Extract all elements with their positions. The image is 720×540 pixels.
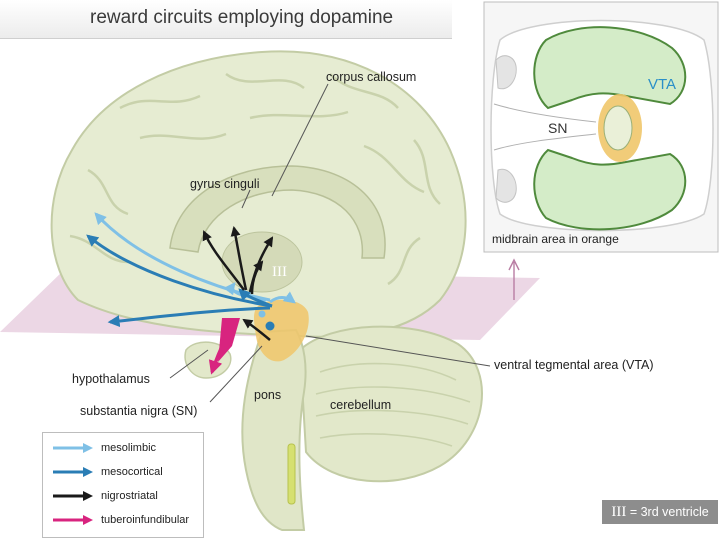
vta-dot [265,321,275,331]
ventricle-text: = 3rd ventricle [629,505,709,519]
legend-arrow-icon [53,443,93,453]
label-vta: ventral tegmental area (VTA) [494,358,654,372]
spinal-canal [287,443,296,505]
inset-label-sn: SN [548,120,568,136]
inset-label-vta: VTA [648,76,677,93]
cerebellum-folia [315,362,471,447]
nigrostriatal-pathway [202,226,274,341]
diagram-title: reward circuits employing dopamine [90,7,394,28]
inset-panel [483,1,719,253]
legend-label: mesolimbic [101,442,157,454]
label-substantia-nigra: substantia nigra (SN) [80,404,198,418]
legend-arrow-icon [53,515,93,525]
title-bar: reward circuits employing dopamine [0,0,452,39]
ventricle-note: III = 3rd ventricle [602,500,718,524]
legend-item-mesocortical: mesocortical [51,465,201,483]
legend: mesolimbic mesocortical nigrostriatal tu… [42,432,204,538]
legend-arrow-icon [53,491,93,501]
inset-caption: midbrain area in orange [492,232,619,246]
tuberoinfundibular-pathway [208,318,240,375]
label-cerebellum: cerebellum [330,398,392,412]
sn-dot [258,310,266,318]
gyri-folds [69,72,441,286]
label-pons: pons [254,388,282,402]
legend-label: nigrostriatal [101,490,158,502]
legend-item-nigrostriatal: nigrostriatal [51,489,201,507]
legend-arrow-icon [53,467,93,477]
ventricle-symbol: III [611,504,627,520]
legend-label: mesocortical [101,466,163,478]
legend-item-mesolimbic: mesolimbic [51,441,201,459]
label-gyrus-cinguli: gyrus cinguli [190,177,260,191]
legend-label: tuberoinfundibular [101,514,190,526]
label-third-ventricle-mark: III [272,264,287,280]
label-corpus-callosum: corpus callosum [326,70,417,84]
leader-lines [169,83,491,403]
label-hypothalamus: hypothalamus [72,372,150,386]
corpus-callosum [169,165,386,259]
legend-item-tuberoinfundibular: tuberoinfundibular [51,513,201,531]
mesocortical-pathway [86,234,273,328]
midbrain-orange [254,299,309,362]
